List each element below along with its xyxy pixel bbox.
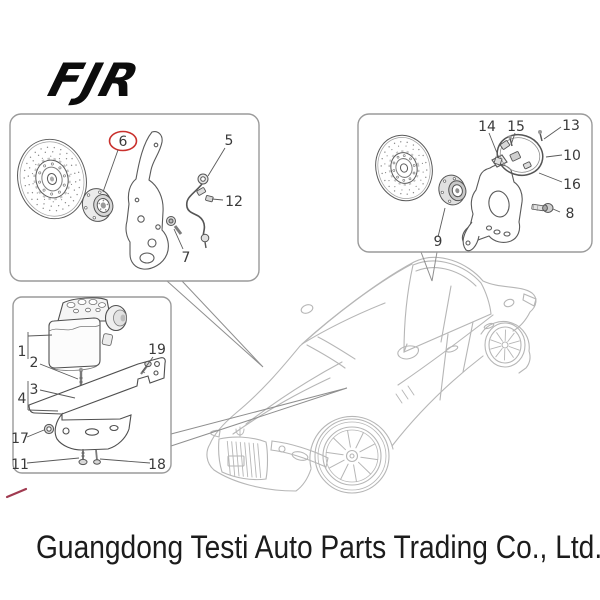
- callout-5: 5: [225, 133, 234, 149]
- callout-12: 12: [225, 194, 243, 210]
- panel-pointer-wedges: [166, 251, 438, 447]
- front-abs-sensor: [185, 173, 214, 249]
- door-handles: [445, 293, 537, 353]
- rear-wheel-hub: [438, 174, 467, 206]
- screw-13: [538, 130, 543, 142]
- callout-2: 2: [30, 355, 39, 371]
- hub-stud-dots: [98, 199, 109, 211]
- abs-ecu-block: [48, 317, 101, 371]
- abs-ports: [66, 298, 106, 314]
- rear-panel-callouts: 14 15 13 10 16 8 9: [434, 118, 581, 250]
- hood-crease-lines: [232, 336, 356, 435]
- callout-19: 19: [148, 342, 166, 358]
- front-steering-knuckle: [125, 131, 169, 270]
- disc-drill-dots-inner: [31, 155, 73, 203]
- abs-panel-pointer: [170, 387, 348, 447]
- abs-panel-leaders: [26, 332, 154, 464]
- front-wheel-spokes: [325, 429, 379, 483]
- vehicle-body-outline: [206, 256, 537, 492]
- fuel-cap: [503, 298, 515, 308]
- disc-drill-dots-outer: [23, 146, 81, 212]
- vehicle-illustration: [206, 256, 537, 494]
- rear-disc-dots-mid: [384, 145, 424, 191]
- headlight: [270, 440, 329, 468]
- abs-hydraulic-unit: [48, 297, 128, 371]
- nut-17: [43, 423, 55, 435]
- disc-drill-dots-mid: [27, 151, 77, 207]
- side-mirror: [300, 304, 419, 360]
- vehicle-glasshouse: [301, 260, 494, 401]
- rear-panel-pointer: [420, 251, 438, 282]
- company-name: Guangdong Testi Auto Parts Trading Co., …: [36, 529, 600, 565]
- front-panel-pointer: [166, 280, 264, 368]
- sensor-clip-14: [493, 156, 503, 166]
- callout-3: 3: [30, 382, 39, 398]
- highlight-circle-6: [108, 130, 138, 152]
- front-panel-leaders: [102, 147, 226, 250]
- screw-11: [78, 449, 88, 466]
- abs-pump-motor: [101, 304, 128, 346]
- rear-disc-dots-outer: [380, 141, 428, 195]
- caliper-bolt-8: [531, 203, 554, 213]
- callout-10: 10: [563, 148, 581, 164]
- brand-logo-text: FJR: [43, 54, 145, 108]
- rear-brake-disc: [375, 134, 433, 202]
- abs-module-panel: 1 2 3 4 19 17 11 18: [11, 296, 172, 474]
- disc-bolt-holes: [38, 162, 66, 196]
- taillight: [522, 293, 537, 307]
- rear-wheel: [484, 322, 526, 368]
- sensor-body-10: [509, 151, 521, 162]
- callout-13: 13: [562, 118, 580, 134]
- callout-16: 16: [563, 177, 581, 193]
- front-brake-panel: 6 5 12 7: [9, 113, 260, 282]
- callout-7: 7: [182, 250, 191, 266]
- callout-15: 15: [507, 119, 525, 135]
- screw-15: [508, 135, 513, 147]
- front-panel-callouts: 6 5 12 7: [102, 130, 243, 266]
- callout-8: 8: [566, 206, 575, 222]
- rear-knuckle: [461, 154, 523, 252]
- front-sensor-bolt: [166, 216, 183, 235]
- license-plate: [227, 455, 245, 467]
- rear-panel-leaders: [437, 126, 563, 238]
- brand-logo: FJR: [43, 54, 145, 108]
- rear-brake-panel: 14 15 13 10 16 8 9: [357, 113, 593, 253]
- front-wheel-hub: [81, 188, 114, 222]
- rear-wheel-spokes: [490, 329, 520, 361]
- front-wheel: [314, 418, 390, 494]
- trident-badge: [235, 426, 245, 438]
- callout-17: 17: [11, 431, 29, 447]
- callout-11: 11: [11, 457, 29, 473]
- callout-4: 4: [18, 391, 27, 407]
- fender-vents: [395, 385, 415, 404]
- callout-14: 14: [478, 119, 496, 135]
- callout-9: 9: [434, 234, 443, 250]
- rear-brake-panel-border: [357, 113, 593, 253]
- rear-abs-sensor-loop: [493, 130, 544, 177]
- callout-6: 6: [119, 134, 128, 150]
- red-pen-mark: [5, 487, 28, 499]
- abs-panel-callouts: 1 2 3 4 19 17 11 18: [11, 332, 166, 473]
- rear-disc-bolt-holes: [392, 154, 416, 182]
- callout-18: 18: [148, 457, 166, 473]
- mounting-bracket-4: [28, 357, 166, 451]
- mount-stud-2: [78, 367, 84, 387]
- screw-18: [93, 449, 101, 465]
- front-brake-disc: [17, 138, 87, 220]
- sensor-tip-16: [522, 161, 532, 170]
- front-grille: [218, 426, 269, 481]
- grille-slats: [226, 440, 262, 479]
- callout-1: 1: [18, 344, 27, 360]
